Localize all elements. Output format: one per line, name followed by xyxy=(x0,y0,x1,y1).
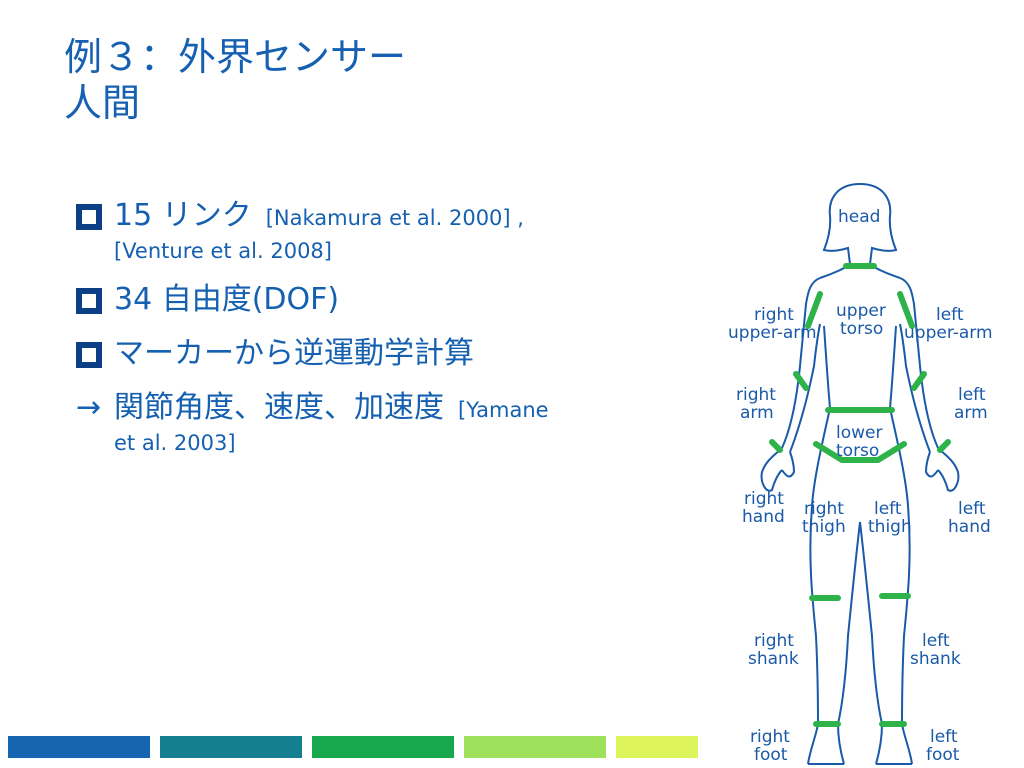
label-right-hand-2: hand xyxy=(742,507,785,527)
label-right-shank-2: shank xyxy=(748,649,799,669)
bullet-item: 34 自由度(DOF) xyxy=(76,280,676,320)
segment-markers xyxy=(769,263,951,727)
bullet-item: → 関節角度、速度、加速度 [Yamane et al. 2003] xyxy=(76,388,676,458)
body-outline xyxy=(760,183,960,765)
square-bullet-icon xyxy=(76,204,102,230)
left-shoulder-marker xyxy=(897,291,915,329)
label-upper-torso-1: upper xyxy=(836,301,886,321)
bullet-item: 15 リンク [Nakamura et al. 2000] , [Venture … xyxy=(76,196,676,266)
right-wrist-marker xyxy=(769,439,783,453)
label-lower-torso-2: torso xyxy=(836,441,879,461)
segment-labels: head upper torso right upper-arm left up… xyxy=(728,207,993,765)
label-left-hand-2: hand xyxy=(948,517,991,537)
footer-bar-5 xyxy=(616,736,698,758)
square-bullet-icon xyxy=(76,288,102,314)
bullet-item: マーカーから逆運動学計算 xyxy=(76,334,676,374)
left-elbow-marker xyxy=(911,371,927,391)
right-shoulder-marker xyxy=(805,291,823,329)
label-right-thigh-1: right xyxy=(804,499,844,519)
label-right-upper-arm-2: upper-arm xyxy=(728,323,817,343)
label-right-shank-1: right xyxy=(754,631,794,651)
title-line-2: 人間 xyxy=(64,81,141,125)
footer-bar-2 xyxy=(160,736,302,758)
right-elbow-marker xyxy=(793,371,809,391)
label-right-upper-arm-1: right xyxy=(754,305,794,325)
body-outline-svg: head upper torso right upper-arm left up… xyxy=(728,183,993,765)
label-left-shank-1: left xyxy=(922,631,950,651)
bullet-reference-continued: [Venture et al. 2008] xyxy=(114,239,332,263)
bullet-text: 34 自由度(DOF) xyxy=(114,282,340,317)
label-left-upper-arm-1: left xyxy=(936,305,964,325)
footer-bar-4 xyxy=(464,736,606,758)
bullet-reference: [Nakamura et al. 2000] , xyxy=(265,206,524,230)
label-left-arm-2: arm xyxy=(954,403,988,423)
left-wrist-marker xyxy=(937,439,951,453)
slide-title: 例３：外界センサー 人間 xyxy=(64,34,406,126)
label-lower-torso-1: lower xyxy=(836,423,882,443)
label-right-arm-2: arm xyxy=(740,403,774,423)
hip-marker xyxy=(813,441,907,463)
label-head: head xyxy=(838,207,880,227)
label-right-thigh-2: thigh xyxy=(802,517,846,537)
square-bullet-icon xyxy=(76,342,102,368)
footer-bar-1 xyxy=(8,736,150,758)
label-left-foot-2: foot xyxy=(926,745,960,765)
label-left-thigh-1: left xyxy=(874,499,902,519)
bullet-text: 関節角度、速度、加速度 xyxy=(114,390,444,425)
bullet-reference: [Yamane xyxy=(458,398,549,422)
label-left-shank-2: shank xyxy=(910,649,961,669)
label-right-foot-2: foot xyxy=(754,745,788,765)
title-line-1: 例３：外界センサー xyxy=(64,35,407,79)
label-left-arm-1: left xyxy=(958,385,986,405)
right-arrow-icon: → xyxy=(76,390,102,425)
bullet-text: マーカーから逆運動学計算 xyxy=(114,336,474,371)
bullet-text: 15 リンク xyxy=(114,198,252,233)
human-body-diagram: head upper torso right upper-arm left up… xyxy=(720,176,1020,768)
label-right-foot-1: right xyxy=(750,727,790,747)
label-left-upper-arm-2: upper-arm xyxy=(904,323,993,343)
bullet-list: 15 リンク [Nakamura et al. 2000] , [Venture … xyxy=(76,196,676,472)
footer-bar-3 xyxy=(312,736,454,758)
label-left-foot-1: left xyxy=(930,727,958,747)
label-left-thigh-2: thigh xyxy=(868,517,912,537)
label-right-arm-1: right xyxy=(736,385,776,405)
label-left-hand-1: left xyxy=(958,499,986,519)
bullet-reference-continued: et al. 2003] xyxy=(114,431,236,455)
label-right-hand-1: right xyxy=(744,489,784,509)
label-upper-torso-2: torso xyxy=(840,319,883,339)
